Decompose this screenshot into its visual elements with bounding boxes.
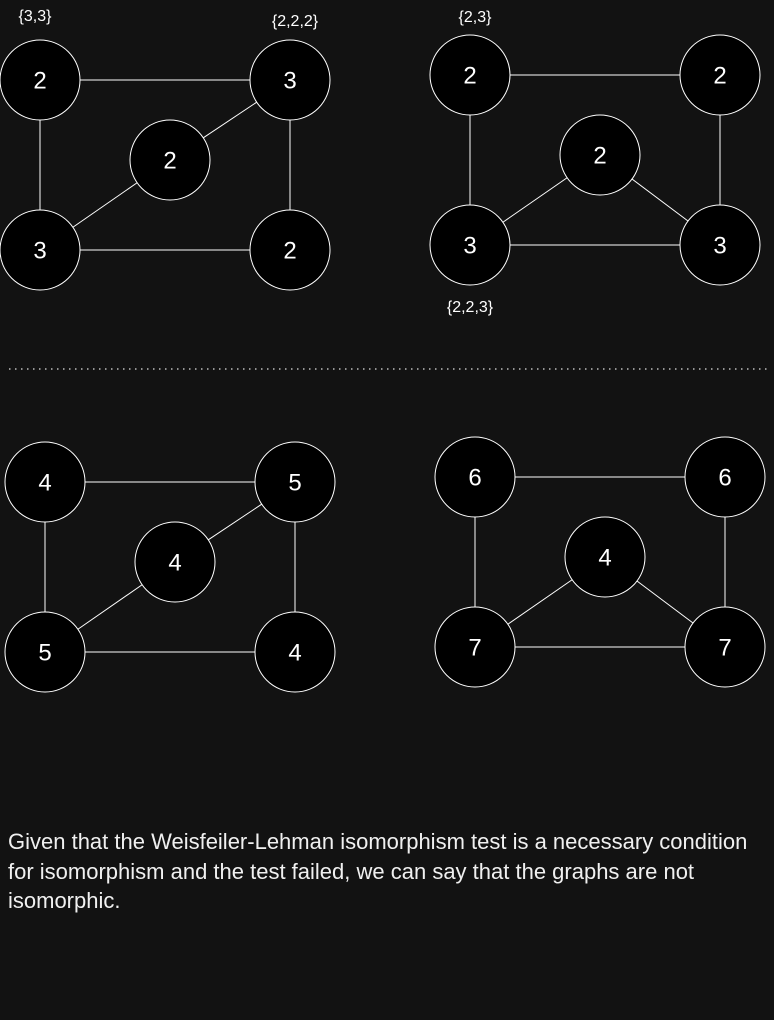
edge-c-d [77, 584, 143, 630]
graph-top-left: 2 {3,3} 3 {2,2,2} 2 3 2 [0, 8, 331, 291]
neighbor-multiset-label: {2,2,2} [272, 13, 319, 30]
node-label: 3 [463, 233, 476, 260]
node-circle [249, 39, 331, 121]
node-circle [564, 516, 646, 598]
edge-c-d [72, 182, 138, 228]
neighbor-multiset-label: {3,3} [19, 8, 53, 25]
node-circle [4, 441, 86, 523]
node-circle [429, 204, 511, 286]
node-label: 3 [713, 233, 726, 260]
node-label: 7 [718, 635, 731, 662]
node-label: 2 [463, 63, 476, 90]
node-circle [249, 209, 331, 291]
edge-b-c [203, 101, 257, 139]
node-label: 2 [713, 63, 726, 90]
node-label: 3 [283, 68, 296, 95]
node-circle [4, 611, 86, 693]
node-label: 4 [168, 550, 181, 577]
edge-c-e [631, 178, 689, 222]
node-label: 2 [33, 68, 46, 95]
node-label: 6 [718, 465, 731, 492]
graph-bottom-right: 6 6 4 7 7 [434, 436, 766, 688]
node-circle [0, 39, 81, 121]
node-circle [679, 34, 761, 116]
node-label: 5 [38, 640, 51, 667]
caption-text: Given that the Weisfeiler-Lehman isomorp… [8, 829, 748, 913]
neighbor-multiset-label: {2,2,3} [447, 299, 494, 316]
edge-c-d [502, 177, 568, 223]
node-circle [429, 34, 511, 116]
node-circle [254, 611, 336, 693]
node-label: 5 [288, 470, 301, 497]
node-circle [684, 606, 766, 688]
node-circle [559, 114, 641, 196]
node-label: 4 [288, 640, 301, 667]
node-circle [129, 119, 211, 201]
node-label: 2 [163, 148, 176, 175]
node-circle [434, 606, 516, 688]
edge-b-c [208, 503, 262, 541]
node-label: 6 [468, 465, 481, 492]
node-circle [0, 209, 81, 291]
node-label: 2 [283, 238, 296, 265]
node-label: 2 [593, 143, 606, 170]
node-circle [134, 521, 216, 603]
neighbor-multiset-label: {2,3} [459, 9, 493, 26]
node-circle [684, 436, 766, 518]
node-label: 3 [33, 238, 46, 265]
node-circle [434, 436, 516, 518]
node-label: 7 [468, 635, 481, 662]
edge-c-d [507, 579, 573, 625]
node-label: 4 [38, 470, 51, 497]
node-circle [679, 204, 761, 286]
graph-top-right: 2 {2,3} 2 2 3 {2,2,3} 3 [429, 9, 761, 316]
graph-bottom-left: 4 5 4 5 4 [4, 441, 336, 693]
node-circle [254, 441, 336, 523]
node-label: 4 [598, 545, 611, 572]
edge-c-e [636, 580, 694, 624]
